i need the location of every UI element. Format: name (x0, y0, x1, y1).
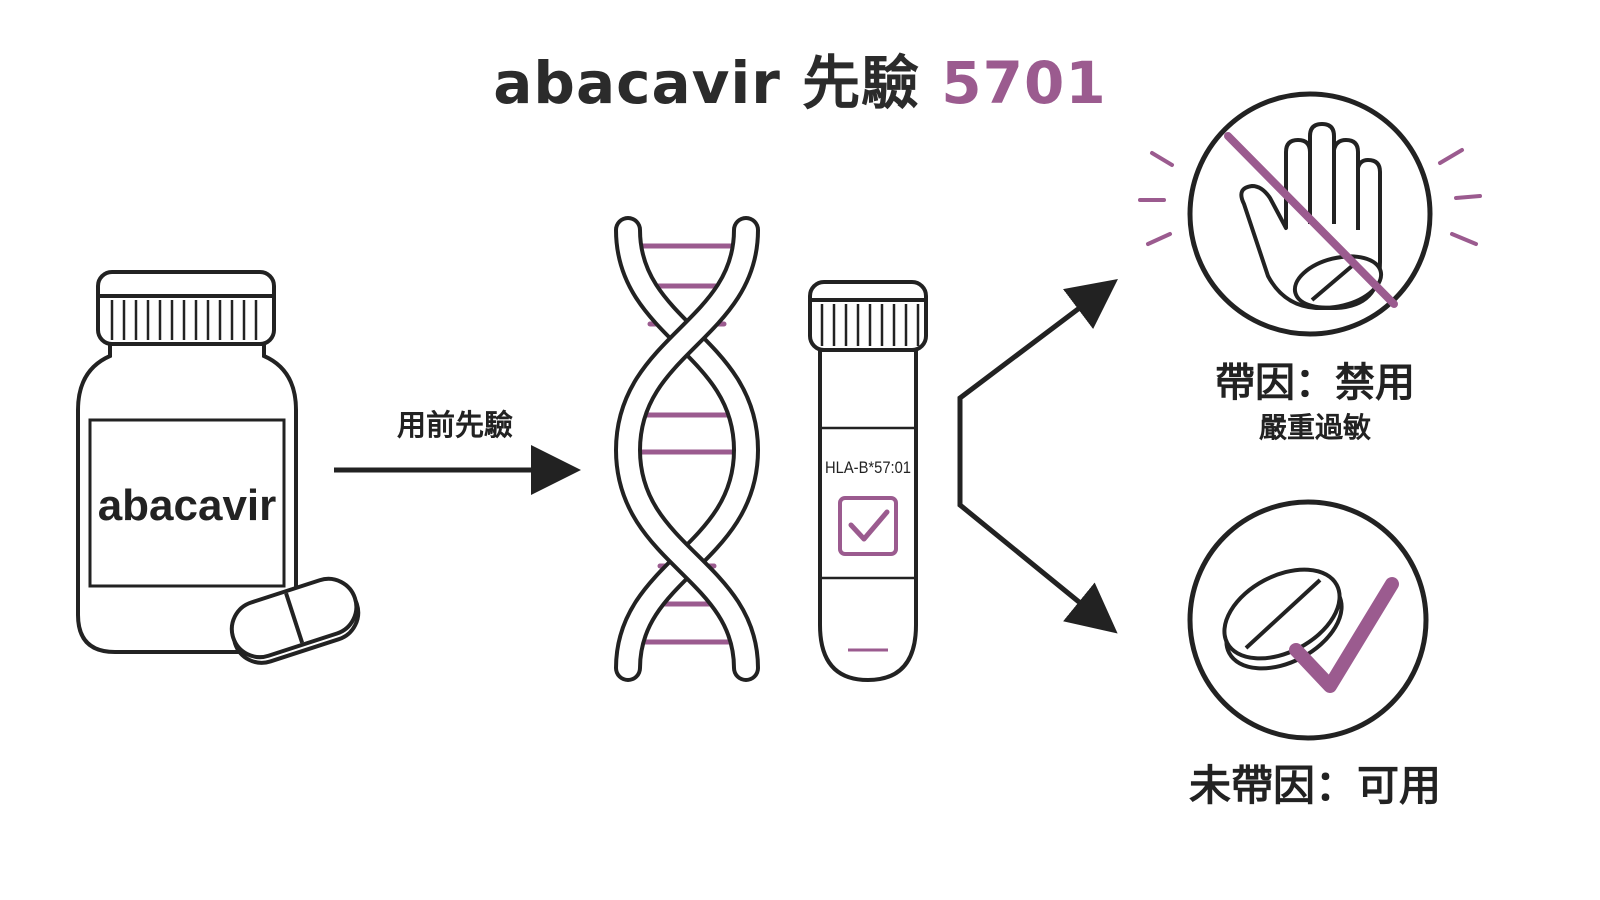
carrier-outcome-sublabel: 嚴重過敏 (1258, 411, 1371, 444)
check-mark-icon (1289, 577, 1399, 693)
medicine-bottle-icon (76, 270, 298, 654)
test-tube-label: HLA-B*57:01 (825, 458, 911, 477)
bottle-label: abacavir (98, 481, 277, 530)
carrier-prohibited-icon (1138, 91, 1482, 337)
branch-arrows (957, 278, 1118, 634)
prohibited-slash-icon (1224, 132, 1398, 308)
test-tube-icon (808, 280, 928, 683)
step-arrow-label: 用前先驗 (396, 408, 513, 442)
title-accent: 5701 (941, 49, 1107, 117)
dna-helix-icon (613, 216, 761, 682)
page-title: abacavir 先驗 5701 (0, 36, 1600, 120)
pill-check-icon (1187, 499, 1429, 741)
non-carrier-outcome-label: 未帶因：可用 (1188, 761, 1441, 810)
checkbox-check-icon (838, 496, 898, 556)
carrier-outcome-label: 帶因：禁用 (1215, 360, 1415, 406)
pill-icon (229, 576, 361, 665)
alert-rays (1138, 148, 1482, 246)
title-text: abacavir 先驗 (493, 49, 942, 117)
